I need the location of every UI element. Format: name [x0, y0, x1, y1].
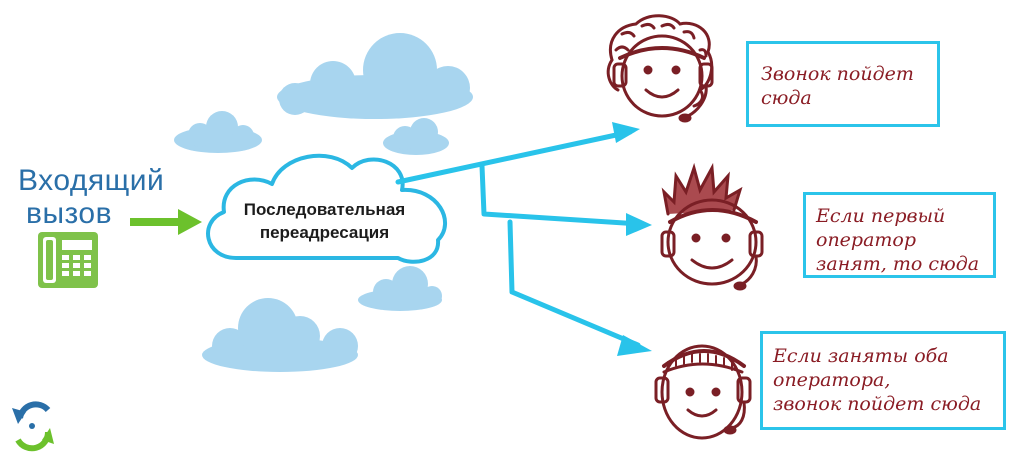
incoming-call-line-2: вызов: [26, 197, 113, 230]
operator-spiky-hair-icon: [660, 162, 764, 291]
note-1-line-1: Звонок пойдет: [761, 63, 914, 85]
cloud-shape: [358, 266, 442, 311]
arrow-to-operator-1: [395, 129, 633, 185]
desk-phone-icon: [38, 232, 98, 288]
cloud-label-line-2: переадресация: [259, 223, 390, 242]
note-1-line-2: сюда: [761, 87, 812, 109]
note-operator-2: Если первый оператор занят, то сюда: [803, 192, 996, 278]
note-2-line-3: занят, то сюда: [816, 253, 980, 275]
note-operator-3: Если заняты оба оператора, звонок пойдет…: [760, 331, 1006, 430]
note-operator-1: Звонок пойдет сюда: [746, 41, 940, 127]
note-2-line-1: Если первый: [816, 205, 946, 227]
cloud-label-line-1: Последовательная: [243, 200, 406, 219]
cloud-shape: [174, 111, 262, 153]
note-3-line-1: Если заняты оба: [773, 345, 949, 367]
circular-arrows-logo: [12, 401, 54, 452]
incoming-arrow: [130, 209, 202, 235]
cloud-shape: [383, 118, 449, 155]
arrow-to-operator-3: [507, 219, 641, 348]
arrowheads: [612, 122, 652, 356]
incoming-call-label: Входящий вызов: [18, 164, 188, 230]
decorative-clouds: [174, 33, 473, 372]
cloud-shape: [277, 33, 473, 119]
cloud-shape: [202, 298, 358, 372]
operator-short-hair-icon: [654, 344, 752, 440]
operator-curly-hair-icon: [606, 14, 714, 123]
note-3-line-2: оператора,: [773, 369, 891, 391]
forwarding-cloud-label: Последовательная переадресация: [222, 198, 427, 244]
forwarding-arrows: [395, 129, 643, 348]
arrow-to-operator-2: [479, 163, 643, 227]
note-2-line-2: оператор: [816, 229, 917, 251]
incoming-call-line-1: Входящий: [18, 164, 165, 197]
note-3-line-3: звонок пойдет сюда: [773, 393, 982, 415]
forwarding-cloud: [206, 153, 447, 264]
